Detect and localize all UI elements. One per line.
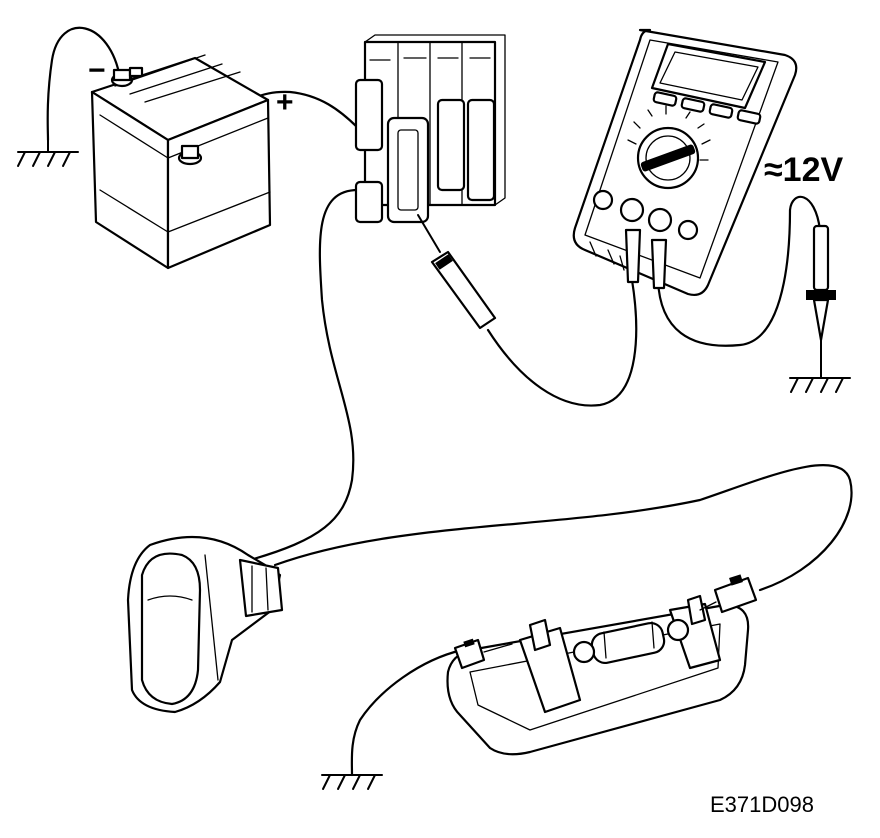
ground-symbol-bottom [321, 774, 383, 790]
fusebox-to-switch-wire [248, 188, 360, 562]
rocker-switch [126, 535, 284, 714]
ground-probe [806, 224, 836, 379]
lamp-connector-left [453, 638, 513, 670]
multimeter [572, 28, 798, 297]
probe-to-multimeter-wire [486, 278, 638, 407]
lamp-housing [446, 594, 750, 756]
ground-symbol-right [789, 377, 851, 393]
battery-plus-label: + [276, 86, 294, 119]
battery [90, 54, 272, 270]
ground-symbol-top-left [17, 139, 79, 167]
lamp-ground-wire [350, 648, 464, 777]
lamp-connector-right [699, 574, 758, 614]
figure-code: E371D098 [710, 792, 814, 817]
switch-to-lamp-wire [273, 464, 853, 592]
multimeter-reading-label: ≈12V [764, 151, 843, 189]
battery-ground-wire [46, 26, 122, 142]
fuse-box [354, 34, 506, 224]
battery-minus-label: − [88, 54, 106, 87]
test-probe [417, 214, 497, 330]
multimeter-to-ground-probe-wire [656, 195, 822, 347]
